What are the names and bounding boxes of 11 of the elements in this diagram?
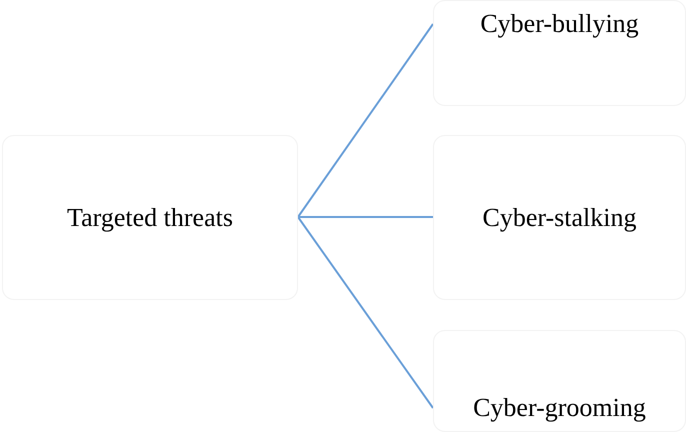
connector-line — [297, 216, 434, 409]
topic-label: Cyber-grooming — [473, 392, 646, 424]
connector-line — [298, 216, 433, 218]
topic-box — [433, 135, 686, 300]
topic-label: Cyber-stalking — [482, 202, 636, 234]
topic-box — [2, 135, 298, 300]
topic-box — [433, 0, 686, 106]
topic-box — [433, 330, 686, 432]
topic-label: Targeted threats — [67, 202, 233, 234]
connector-line — [297, 23, 434, 218]
topic-label: Cyber-bullying — [480, 8, 639, 40]
